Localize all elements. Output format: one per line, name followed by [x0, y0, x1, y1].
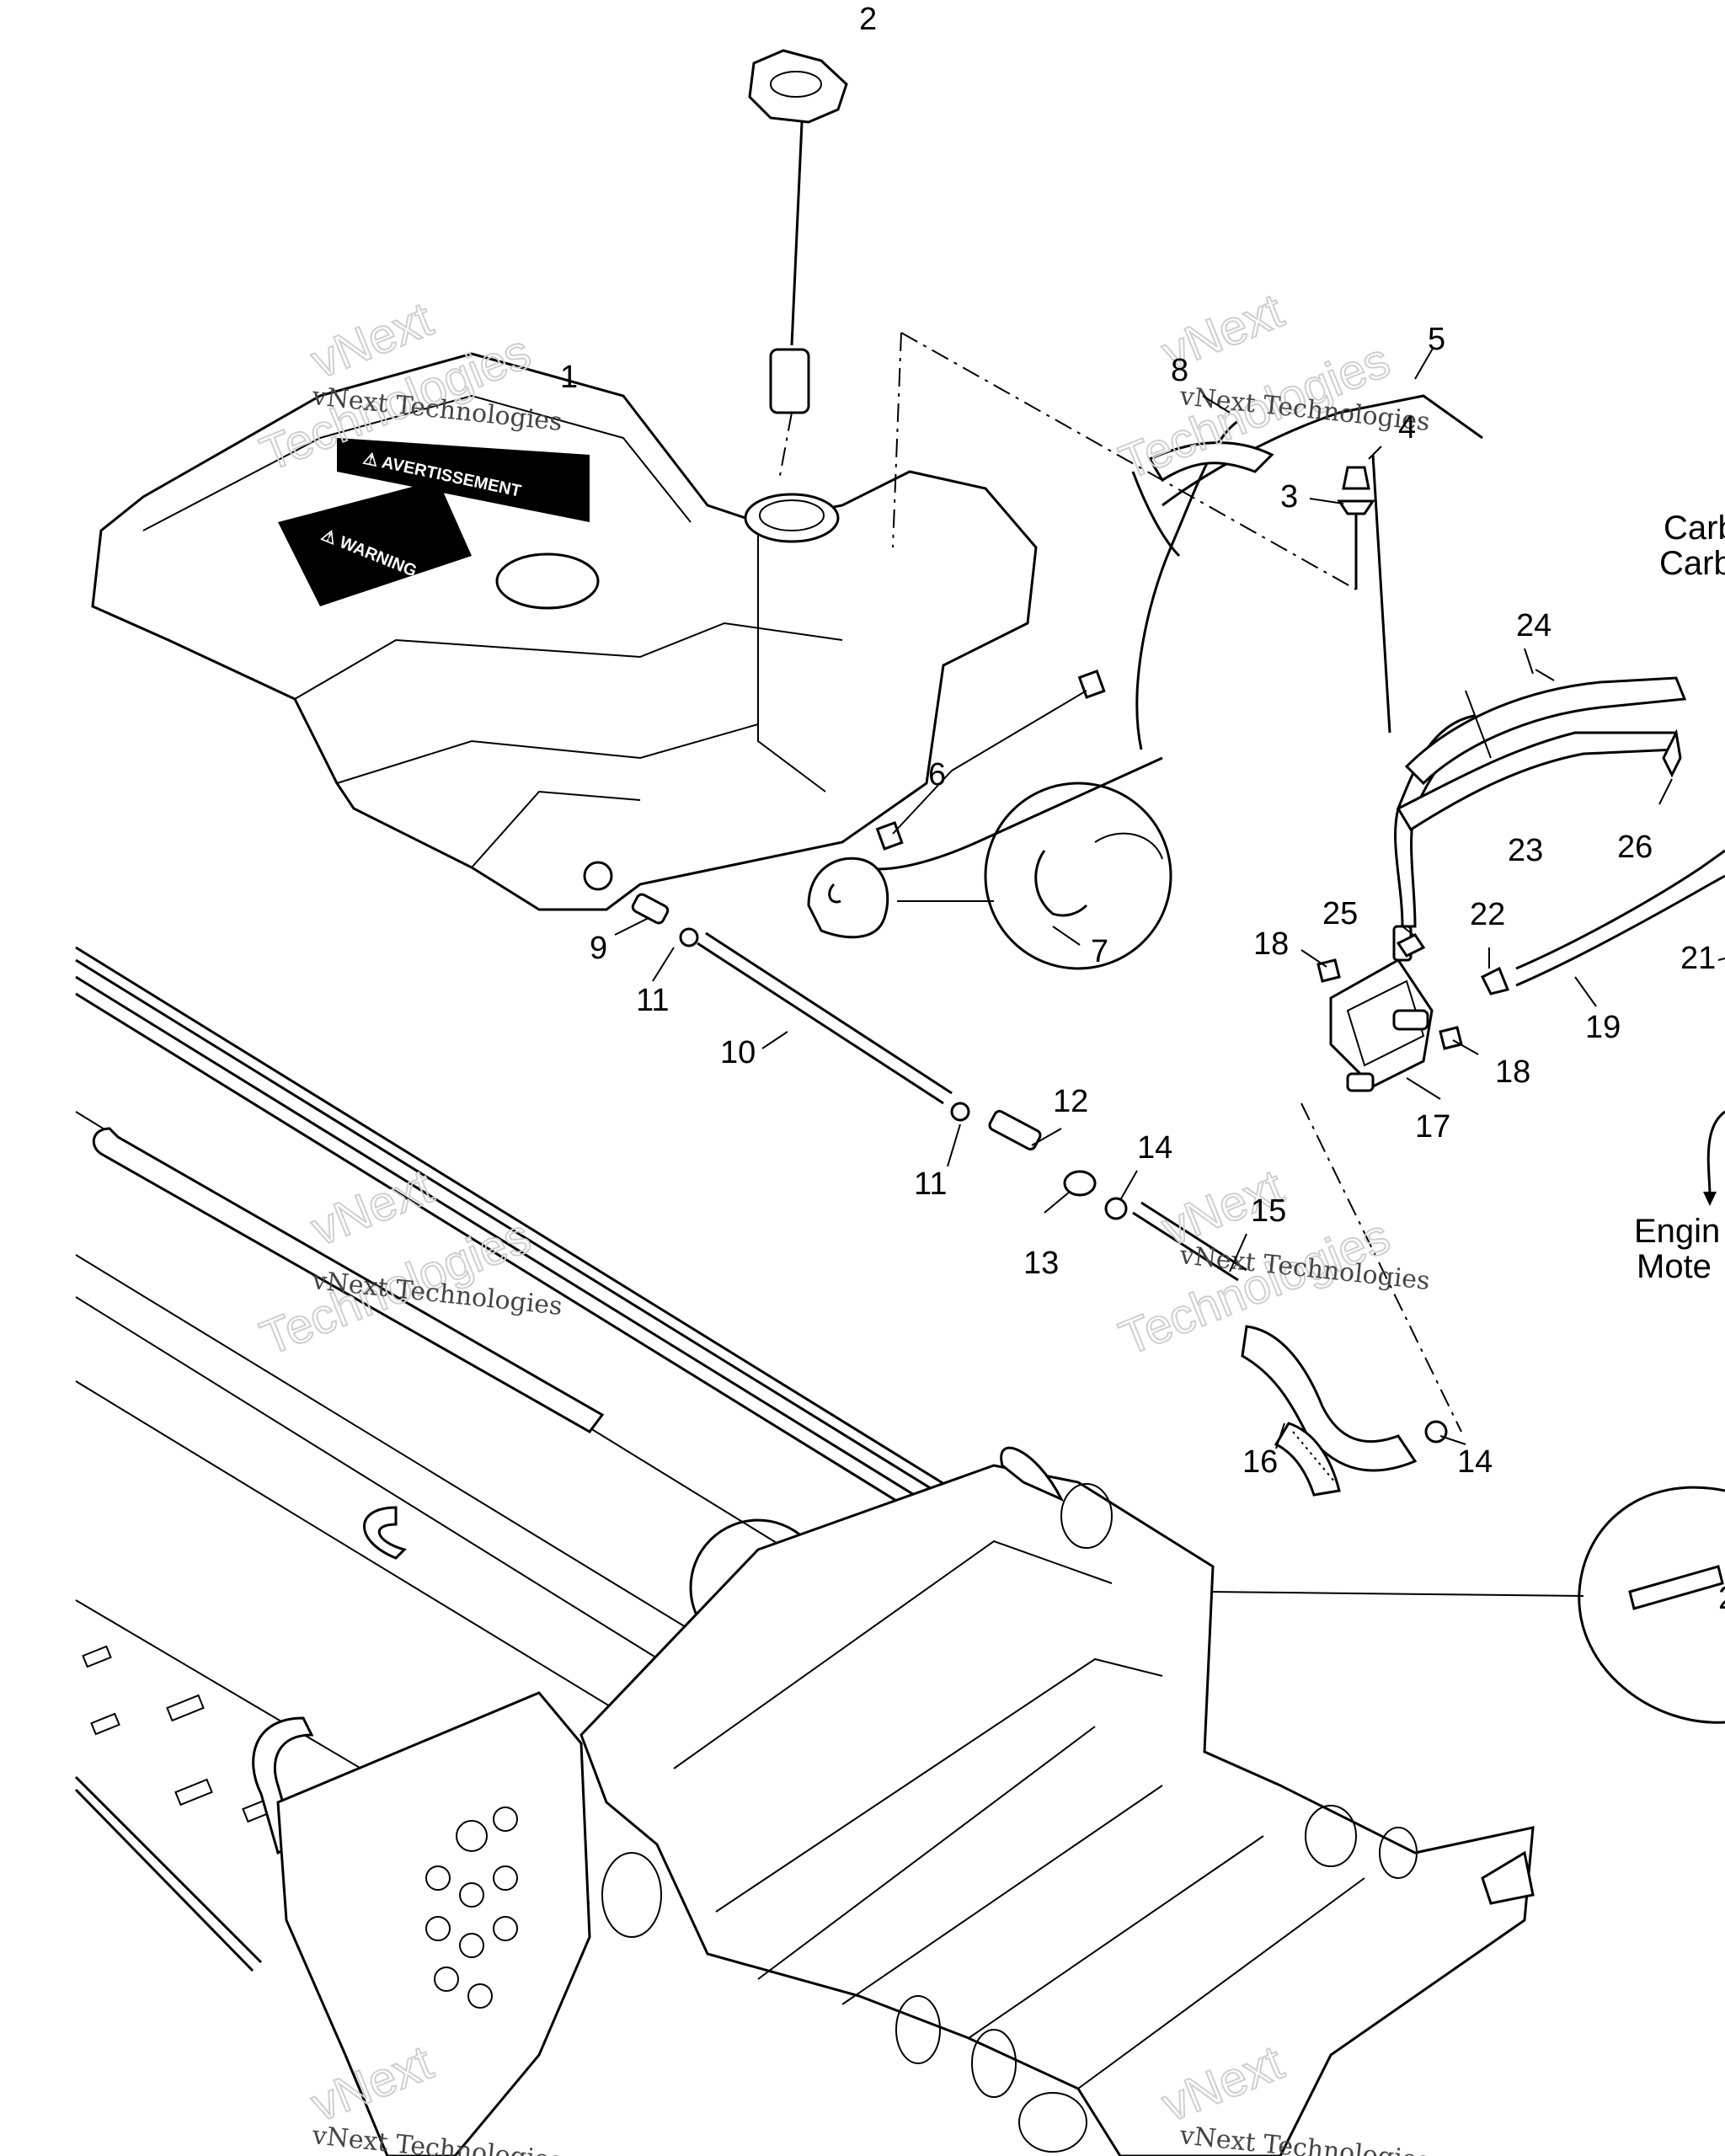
carb-label-2: Carb	[1659, 545, 1725, 582]
fuel-line-assembly	[631, 893, 1247, 1282]
callout-10: 10	[720, 1035, 756, 1070]
chassis-tunnel	[74, 946, 1535, 2156]
callout-11-upper: 11	[636, 983, 669, 1018]
callout-26: 26	[1617, 830, 1653, 865]
callout-5: 5	[1428, 322, 1445, 357]
callout-18-right: 18	[1495, 1054, 1530, 1090]
callout-22: 22	[1470, 897, 1505, 932]
callout-21: 21	[1680, 941, 1716, 976]
watermark-caption-6: vNext Technologies	[1178, 2121, 1431, 2156]
avertissement-decal: ⚠ AVERTISSEMENT	[337, 438, 590, 522]
callout-14-lower: 14	[1457, 1444, 1493, 1480]
callout-24: 24	[1516, 608, 1551, 643]
callout-8: 8	[1171, 353, 1188, 388]
callout-2-detail: 2	[1718, 1581, 1725, 1616]
callout-2: 2	[859, 2, 877, 37]
callout-13: 13	[1023, 1246, 1059, 1281]
callout-18-left: 18	[1253, 926, 1289, 962]
callout-16: 16	[1242, 1444, 1278, 1480]
callout-1: 1	[560, 360, 578, 395]
fuel-tank: ⚠ WARNING ⚠ AVERTISSEMENT	[91, 352, 1038, 911]
callout-6: 6	[928, 757, 946, 792]
fuel-pump-assembly	[1300, 676, 1725, 1433]
chassis-holes	[425, 1483, 1418, 2153]
engine-arrow	[1706, 1110, 1725, 1197]
callout-14-upper: 14	[1137, 1130, 1172, 1166]
warning-decal: ⚠ WARNING	[278, 480, 472, 606]
carb-label-1: Carb	[1664, 510, 1725, 547]
callout-7: 7	[1091, 934, 1108, 969]
callout-numbers: 2 1 5 8 4 3 24 23 26 6 7 9 11 10 12 11 1…	[560, 2, 1725, 1616]
callout-9: 9	[590, 931, 607, 966]
side-labels: Carb Carb Engin Mote	[1634, 510, 1725, 1285]
detail-callout-7	[807, 782, 1172, 970]
callout-11-lower: 11	[914, 1166, 947, 1202]
callout-25: 25	[1322, 896, 1358, 931]
callout-19: 19	[1585, 1010, 1621, 1045]
callout-4: 4	[1398, 410, 1416, 446]
fuel-cap	[748, 49, 848, 481]
callout-12: 12	[1053, 1084, 1088, 1119]
callout-17: 17	[1415, 1109, 1450, 1145]
engine-label-2: Mote	[1637, 1248, 1712, 1285]
engine-arrow-head	[1703, 1192, 1717, 1206]
callout-23: 23	[1508, 833, 1543, 868]
engine-label-1: Engin	[1634, 1213, 1720, 1250]
callout-3: 3	[1280, 479, 1298, 515]
callout-15: 15	[1251, 1193, 1286, 1229]
watermark-logo-3: vNext	[304, 1159, 441, 1257]
hose-16	[1241, 1325, 1448, 1497]
leader-lines	[614, 346, 1725, 1449]
